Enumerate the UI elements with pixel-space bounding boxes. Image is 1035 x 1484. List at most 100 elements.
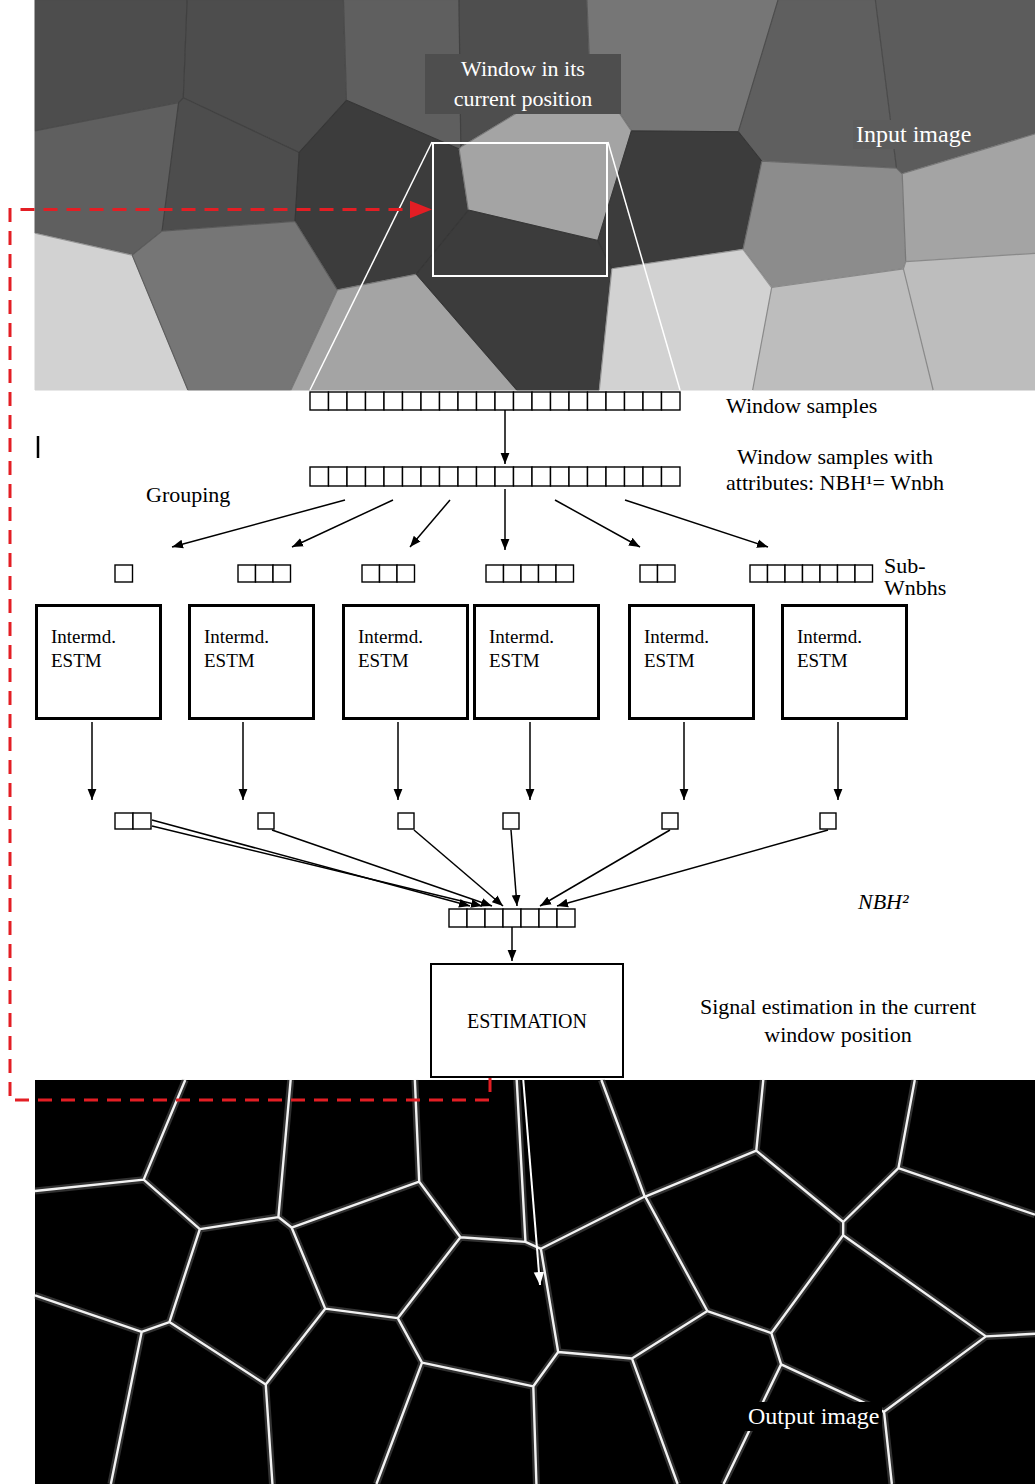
sample-cell [643,392,662,410]
sample-cell [855,565,873,582]
grain-region [598,131,762,269]
sample-cell [514,392,533,410]
grain-boundaries [35,0,1035,390]
intermediate-estimator: Intermd. ESTM [35,604,162,720]
grain-region [902,134,1035,262]
sample-cell [329,467,348,486]
sample-cell [521,565,539,582]
flow-arrow [837,722,839,800]
sample-cell [640,565,658,582]
sample-cell [503,909,521,927]
sample-cell [273,565,291,582]
row-label: Sub- Wnbhs [884,555,956,599]
box-text: Intermd. ESTM [644,625,744,673]
sample-cell [551,467,570,486]
sample-cell [421,392,440,410]
sample-cell [329,392,348,410]
flow-arrow [511,830,517,906]
sample-cell [569,392,588,410]
sample-cell [362,565,380,582]
sample-cell [768,565,786,582]
row-label: Window samples with attributes: NBH¹= Wn… [705,444,965,496]
row-label: NBH² [858,889,909,915]
label-holder: Window samples with attributes: NBH¹= Wn… [705,444,965,496]
step-label: Signal estimation in the current window … [678,993,998,1049]
sample-cell [625,467,644,486]
sample-cell [504,565,522,582]
output-image-ground [35,1080,1035,1484]
grain-region [743,161,906,287]
sample-cell [477,392,496,410]
label-holder: Grouping [146,482,230,508]
grain-region [753,269,933,390]
sample-cell [643,467,662,486]
sample-cell [820,565,838,582]
sample-cell [495,392,514,410]
sample-cell [539,565,557,582]
sample-cell [310,392,329,410]
flow-arrow [397,722,399,800]
flow-arrow [511,927,513,961]
intermediate-estimator: Intermd. ESTM [628,604,755,720]
intermediate-estimator: Intermd. ESTM [473,604,600,720]
sample-cell [347,392,366,410]
sample-cell [256,565,274,582]
estimation-box: ESTIMATION [430,963,624,1078]
box-text: Intermd. ESTM [489,625,589,673]
sample-cell [569,467,588,486]
box-text: ESTIMATION [467,1009,587,1033]
flow-arrow [557,830,828,906]
intermediate-estimator: Intermd. ESTM [188,604,315,720]
label-holder: Window samples [726,393,877,419]
image-label: Output image [745,1402,882,1431]
sample-cell [384,467,403,486]
sample-cell [514,467,533,486]
cursor-mark [37,436,40,458]
label-holder: Signal estimation in the current window … [678,993,998,1049]
grain-region [903,253,1035,390]
flow-arrow [625,500,768,547]
projection-line [608,142,680,390]
sample-cell [662,392,681,410]
sample-cell [539,909,557,927]
grain-region [162,98,299,231]
sample-cell [458,467,477,486]
grain-region [599,249,771,390]
sample-cell [551,392,570,410]
sample-cell [366,392,385,410]
sample-cell [803,565,821,582]
flow-arrow [504,489,506,550]
sample-cell [449,909,467,927]
sample-cell [503,813,519,829]
connector [10,210,490,1101]
flow-arrow [540,830,670,906]
image-label: Input image [853,120,974,149]
sample-cell [467,909,485,927]
sample-cell [606,392,625,410]
sample-cell [310,467,329,486]
sample-cell [486,565,504,582]
sample-cell [785,565,803,582]
flow-arrow [683,722,685,800]
intermediate-estimator: Intermd. ESTM [781,604,908,720]
sample-cell [662,813,678,829]
sample-cell [440,467,459,486]
flow-arrow [91,722,93,800]
box-text: Intermd. ESTM [358,625,458,673]
box-text: Intermd. ESTM [51,625,151,673]
flow-arrow [414,830,503,906]
sample-cell [532,467,551,486]
sample-cell [588,467,607,486]
sample-cell [485,909,503,927]
sample-cell [521,909,539,927]
sample-cell [662,467,681,486]
sample-cell [838,565,856,582]
sample-cell [556,565,574,582]
sample-cell [606,467,625,486]
flow-arrow [172,500,345,547]
sample-cell [238,565,256,582]
projection-line [310,142,432,390]
intermediate-estimator: Intermd. ESTM [342,604,469,720]
input-image-picture [35,0,1035,390]
